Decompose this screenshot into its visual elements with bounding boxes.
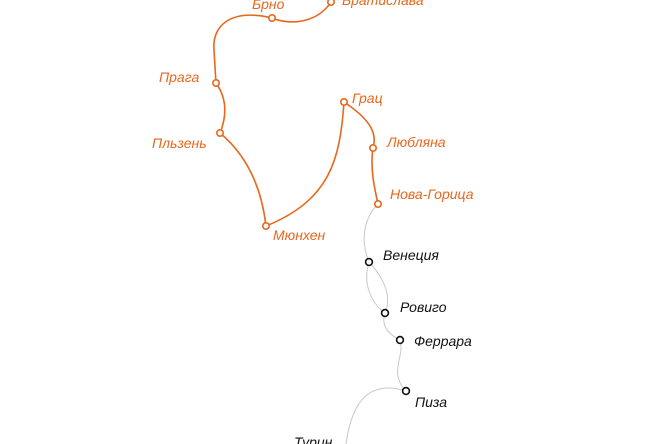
station-marker-nova-gorica[interactable] bbox=[373, 200, 382, 209]
station-label-munich[interactable]: Мюнхен bbox=[273, 227, 326, 243]
route-segment-brno-praha bbox=[213, 14, 273, 84]
route-segment-nova-gorica-venice bbox=[363, 203, 379, 263]
station-marker-pisa[interactable] bbox=[401, 386, 411, 396]
planned-route bbox=[345, 203, 407, 444]
route-segment-ferrara-pisa bbox=[397, 339, 407, 392]
station-labels: Братислава Брно Прага Пльзень Мюнхен Гра… bbox=[152, 0, 474, 444]
station-label-nova-gorica[interactable]: Нова-Горица bbox=[390, 186, 474, 202]
station-marker-plzen[interactable] bbox=[216, 129, 225, 138]
route-segment-munich-graz bbox=[265, 101, 345, 227]
station-marker-bratislava[interactable] bbox=[327, 0, 335, 6]
route-segment-graz-ljubljana bbox=[343, 101, 375, 149]
station-label-venice[interactable]: Венеция bbox=[383, 247, 439, 263]
station-marker-munich[interactable] bbox=[261, 222, 270, 231]
station-marker-venice[interactable] bbox=[364, 257, 374, 267]
station-label-turin[interactable]: Турин bbox=[294, 434, 333, 444]
station-label-graz[interactable]: Грац bbox=[352, 90, 383, 106]
station-label-ljubljana[interactable]: Любляна bbox=[386, 134, 446, 150]
station-marker-ljubljana[interactable] bbox=[368, 144, 377, 153]
station-label-bratislava[interactable]: Братислава bbox=[342, 0, 424, 8]
station-label-rovigo[interactable]: Ровиго bbox=[400, 299, 447, 315]
route-segment-ljubljana-nova-gorica bbox=[371, 147, 379, 205]
visited-route bbox=[213, 1, 379, 227]
station-label-plzen[interactable]: Пльзень bbox=[152, 135, 207, 151]
station-label-brno[interactable]: Брно bbox=[252, 0, 285, 12]
route-segment-venice-rovigo-b bbox=[368, 261, 389, 314]
route-segment-pisa-turin bbox=[345, 387, 407, 444]
station-label-pisa[interactable]: Пиза bbox=[415, 394, 447, 410]
station-marker-brno[interactable] bbox=[267, 14, 276, 23]
station-marker-rovigo[interactable] bbox=[380, 308, 390, 318]
stations bbox=[212, 0, 411, 396]
station-marker-ferrara[interactable] bbox=[395, 335, 405, 345]
route-segment-rovigo-ferrara bbox=[383, 312, 401, 341]
route-segment-plzen-munich bbox=[219, 132, 267, 227]
station-marker-praha[interactable] bbox=[212, 79, 221, 88]
station-marker-graz[interactable] bbox=[339, 98, 348, 107]
station-label-praha[interactable]: Прага bbox=[159, 69, 199, 85]
route-segment-bratislava-brno bbox=[271, 1, 332, 23]
station-label-ferrara[interactable]: Феррара bbox=[414, 333, 472, 349]
route-segment-praha-plzen bbox=[215, 82, 226, 134]
